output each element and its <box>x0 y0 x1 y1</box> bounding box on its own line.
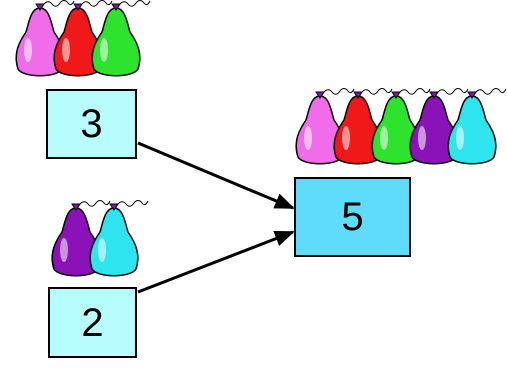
arrow-b-to-sum <box>137 230 295 294</box>
balloon-cyan <box>447 88 507 165</box>
balloon-pink <box>295 88 355 165</box>
balloon-red <box>53 0 113 77</box>
balloon-cyan <box>89 200 149 277</box>
addend-a-value: 3 <box>80 102 103 146</box>
addend-b-value: 2 <box>81 300 104 345</box>
balloon-group-sum <box>295 88 507 165</box>
balloon-green <box>91 0 151 77</box>
balloon-purple <box>51 200 111 277</box>
balloon-red <box>333 88 393 165</box>
addend-box-b: 2 <box>48 287 137 358</box>
balloon-pink <box>15 0 75 77</box>
arrow-a-to-sum <box>137 141 295 210</box>
balloon-group-a <box>15 0 151 77</box>
balloon-purple <box>409 88 469 165</box>
addend-box-a: 3 <box>46 89 137 159</box>
balloon-green <box>371 88 431 165</box>
sum-box: 5 <box>294 177 411 257</box>
sum-value: 5 <box>341 195 364 239</box>
balloon-group-b <box>51 200 149 277</box>
